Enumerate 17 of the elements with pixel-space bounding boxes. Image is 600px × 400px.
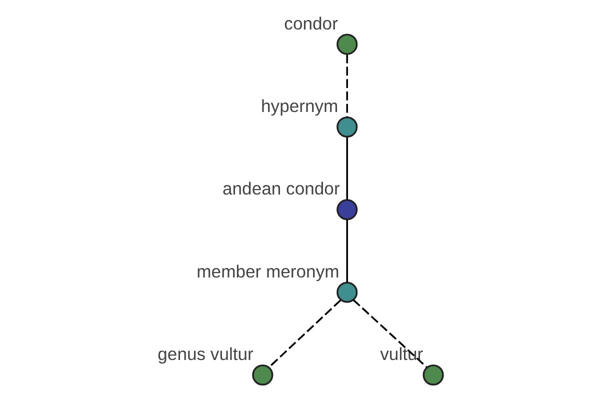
connector [346, 54, 348, 118]
node-label: vultur [380, 344, 423, 364]
node-circle [336, 34, 358, 55]
connector [352, 299, 427, 368]
node-circle [336, 282, 358, 303]
node-circle [422, 364, 444, 386]
connector [346, 220, 348, 282]
node-label: genus vultur [157, 344, 253, 364]
node-circle [336, 199, 358, 220]
node-label: condor [284, 13, 338, 34]
node-circle [336, 116, 358, 138]
node-circle [252, 364, 273, 386]
node-label: andean condor [222, 178, 340, 199]
connector [268, 300, 341, 368]
node-label: hypernym [260, 96, 338, 116]
connector [346, 137, 348, 200]
node-label: member meronym [196, 261, 339, 282]
